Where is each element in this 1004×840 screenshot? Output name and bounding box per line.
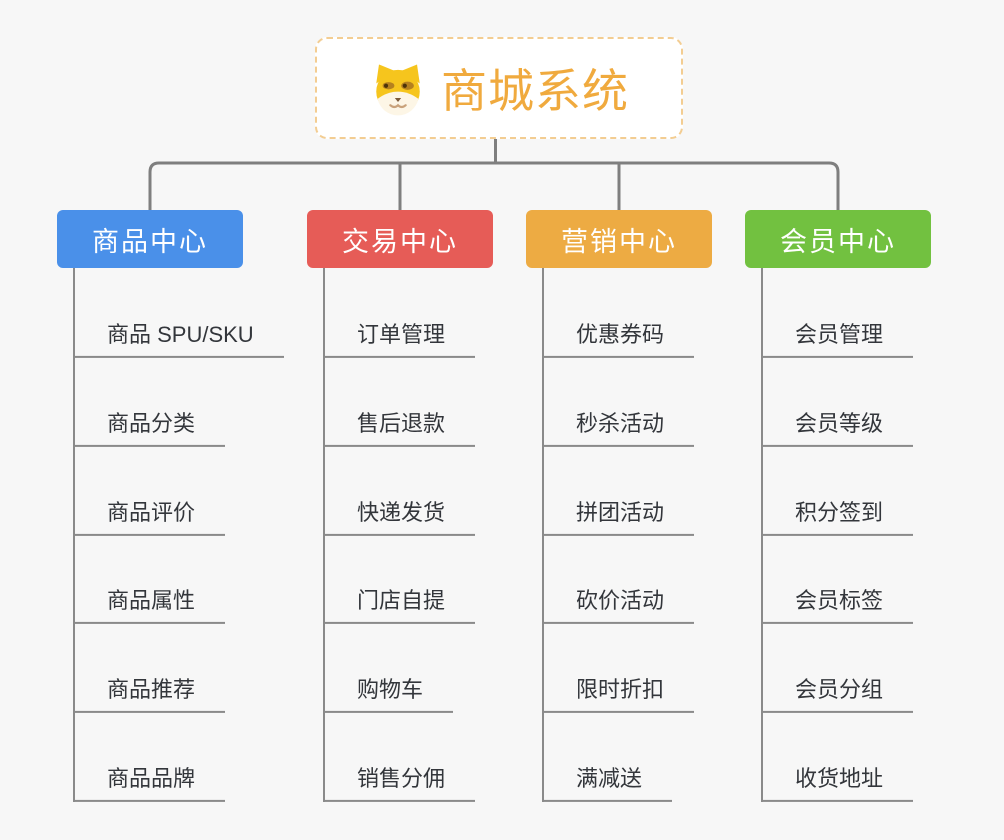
leaf-node[interactable]: 购物车 bbox=[323, 678, 454, 713]
leaf-node[interactable]: 商品评价 bbox=[73, 501, 226, 536]
leaf-node[interactable]: 满减送 bbox=[542, 767, 673, 802]
leaf-node[interactable]: 快递发货 bbox=[323, 501, 476, 536]
leaf-node[interactable]: 秒杀活动 bbox=[542, 412, 695, 447]
branch-label: 商品中心 bbox=[92, 226, 208, 257]
leaf-node[interactable]: 会员等级 bbox=[761, 412, 914, 447]
leaf-node[interactable]: 收货地址 bbox=[761, 767, 914, 802]
branch-label: 交易中心 bbox=[342, 226, 458, 257]
leaf-node[interactable]: 优惠券码 bbox=[542, 323, 695, 358]
branch-header[interactable]: 营销中心 bbox=[526, 210, 712, 268]
leaf-node[interactable]: 商品分类 bbox=[73, 412, 226, 447]
branch-header[interactable]: 商品中心 bbox=[57, 210, 243, 268]
leaf-node[interactable]: 商品品牌 bbox=[73, 767, 226, 802]
branch-header[interactable]: 交易中心 bbox=[307, 210, 493, 268]
leaf-node[interactable]: 会员标签 bbox=[761, 589, 914, 624]
leaf-node[interactable]: 积分签到 bbox=[761, 501, 914, 536]
leaf-node[interactable]: 商品属性 bbox=[73, 589, 226, 624]
leaf-node[interactable]: 拼团活动 bbox=[542, 501, 695, 536]
root-node[interactable]: 商城系统 bbox=[315, 37, 683, 139]
leaf-node[interactable]: 订单管理 bbox=[323, 323, 476, 358]
leaf-node[interactable]: 商品 SPU/SKU bbox=[73, 323, 284, 358]
doge-face-icon bbox=[369, 59, 427, 117]
leaf-node[interactable]: 商品推荐 bbox=[73, 678, 226, 713]
leaf-node[interactable]: 会员管理 bbox=[761, 323, 914, 358]
branch-label: 营销中心 bbox=[561, 226, 677, 257]
branch-label: 会员中心 bbox=[780, 226, 896, 257]
leaf-node[interactable]: 砍价活动 bbox=[542, 589, 695, 624]
leaf-node[interactable]: 门店自提 bbox=[323, 589, 476, 624]
root-label: 商城系统 bbox=[441, 65, 629, 117]
leaf-node[interactable]: 售后退款 bbox=[323, 412, 476, 447]
leaf-node[interactable]: 销售分佣 bbox=[323, 767, 476, 802]
branch-header[interactable]: 会员中心 bbox=[745, 210, 931, 268]
leaf-node[interactable]: 限时折扣 bbox=[542, 678, 695, 713]
leaf-node[interactable]: 会员分组 bbox=[761, 678, 914, 713]
